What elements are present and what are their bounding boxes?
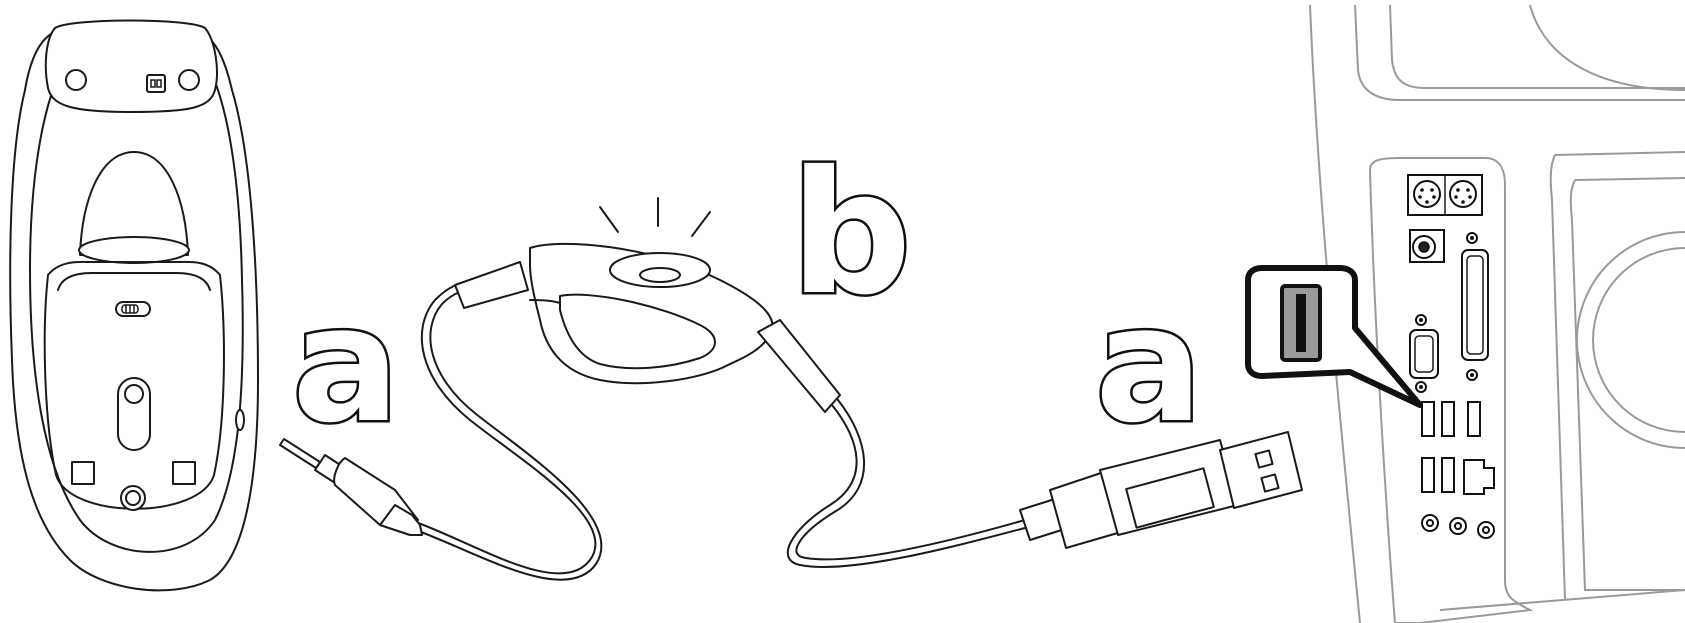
usb-port-callout-icon <box>1245 265 1423 408</box>
usb-plug-icon <box>1019 431 1303 549</box>
label-a-left: a <box>292 271 400 458</box>
receiver-dongle-icon <box>454 197 841 413</box>
label-b: b <box>790 135 912 333</box>
label-a-right: a <box>1095 271 1203 458</box>
audio-cable <box>409 281 603 581</box>
computer-rear-panel-icon <box>1309 4 1685 623</box>
usb-cable <box>786 399 1026 568</box>
audio-plug-icon <box>279 438 423 536</box>
mouse-cradle-icon <box>9 19 259 592</box>
